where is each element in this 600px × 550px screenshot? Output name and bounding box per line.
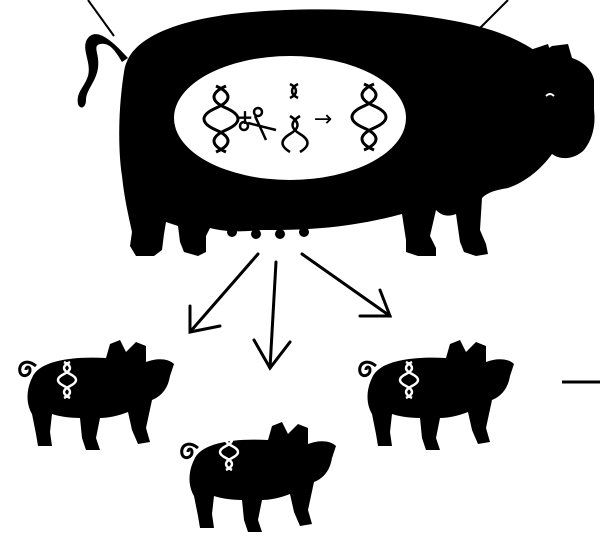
arrow-right-icon: → xyxy=(314,107,332,132)
arrow-left xyxy=(190,254,258,332)
piglet-right xyxy=(360,340,514,450)
arrow-right xyxy=(302,254,390,316)
gene-edit-oval xyxy=(174,56,406,180)
top-left-line xyxy=(88,0,114,36)
top-right-line xyxy=(478,0,508,30)
arrow-middle xyxy=(270,262,276,368)
offspring-arrows xyxy=(190,254,390,368)
piglet-middle xyxy=(182,422,336,532)
piglet-left xyxy=(20,340,174,450)
plus-icon: + xyxy=(237,105,254,129)
